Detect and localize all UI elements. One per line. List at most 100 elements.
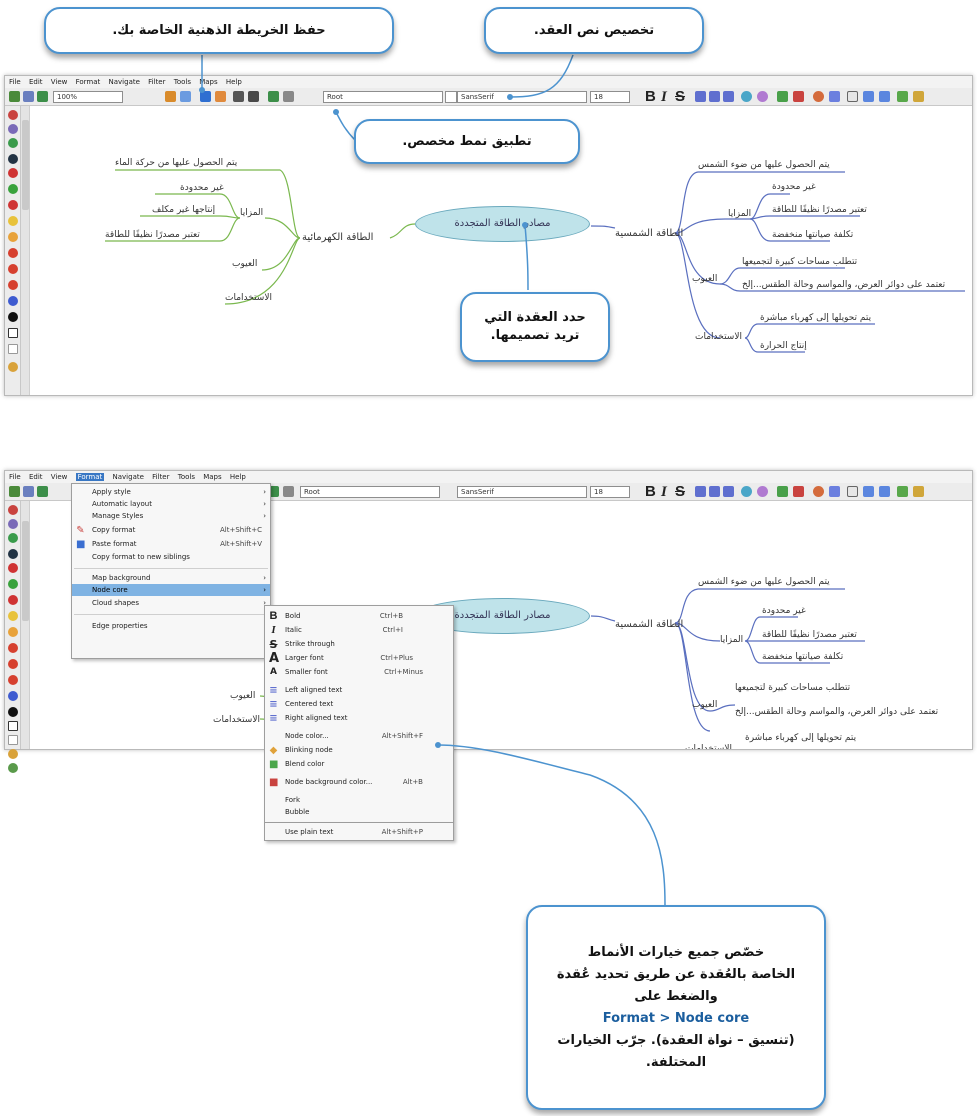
node-solar-adv-3[interactable]: تكلفة صيانتها منخفضة: [762, 652, 844, 662]
vertical-scrollbar[interactable]: [21, 501, 30, 749]
node-hydro-advantages[interactable]: المزايا: [240, 208, 264, 218]
font-size-select[interactable]: 18: [590, 486, 630, 498]
question-icon[interactable]: [8, 154, 18, 164]
align-center-icon[interactable]: [709, 91, 720, 102]
key-icon[interactable]: [8, 749, 18, 759]
priority-1-icon[interactable]: [8, 264, 18, 274]
menu-format-active[interactable]: Format: [75, 473, 105, 481]
menu-edit[interactable]: Edit: [28, 78, 43, 86]
node-solar-adv-3[interactable]: تكلفة صيانتها منخفضة: [772, 230, 854, 240]
node-solar-adv-2[interactable]: تعتبر مصدرًا نظيفًا للطاقة: [762, 630, 857, 640]
style-dropdown-arrow[interactable]: [445, 91, 457, 103]
user-icon[interactable]: [8, 519, 18, 529]
zoom-select[interactable]: 100%: [53, 91, 123, 103]
flag-icon[interactable]: [8, 110, 18, 120]
zoom-in-icon[interactable]: [863, 486, 874, 497]
bold-button[interactable]: B: [645, 88, 656, 105]
edge-icon[interactable]: [777, 91, 788, 102]
stop-icon[interactable]: [8, 248, 18, 258]
center-node[interactable]: مصادر الطاقة المتجددة: [415, 206, 590, 242]
undo-icon[interactable]: [165, 91, 176, 102]
node-hydro-source[interactable]: يتم الحصول عليها من حركة الماء: [115, 158, 238, 168]
tools-icon[interactable]: [913, 486, 924, 497]
node-hydro-disadvantages[interactable]: العيوب: [230, 691, 256, 701]
question-icon[interactable]: [8, 549, 18, 559]
cloud-icon[interactable]: [741, 91, 752, 102]
check-icon[interactable]: [8, 579, 18, 589]
menu-item-apply-style[interactable]: Apply style›: [72, 486, 270, 498]
map-icon[interactable]: [897, 91, 908, 102]
new-map-icon[interactable]: [9, 91, 20, 102]
checkbox-icon[interactable]: [8, 721, 18, 731]
node-hydro-adv-3[interactable]: تعتبر مصدرًا نظيفًا للطاقة: [105, 230, 200, 240]
node-solar-uses[interactable]: الاستخدامات: [685, 744, 732, 749]
node-solar-dis-1[interactable]: تتطلب مساحات كبيرة لتجميعها: [735, 683, 851, 693]
cross-icon[interactable]: [8, 595, 18, 605]
user-icon[interactable]: [8, 124, 18, 134]
open-icon[interactable]: [23, 91, 34, 102]
menu-tools[interactable]: Tools: [177, 473, 195, 481]
cross-icon[interactable]: [8, 200, 18, 210]
color-icon[interactable]: [813, 91, 824, 102]
new-map-icon[interactable]: [9, 486, 20, 497]
style-select[interactable]: Root: [323, 91, 443, 103]
menu-file[interactable]: File: [9, 78, 21, 86]
menu-file[interactable]: File: [9, 473, 21, 481]
vertical-scrollbar[interactable]: [21, 106, 30, 395]
node-solar-adv-2[interactable]: تعتبر مصدرًا نظيفًا للطاقة: [772, 205, 867, 215]
align-left-icon[interactable]: [695, 486, 706, 497]
fold-icon[interactable]: [829, 486, 840, 497]
strike-button[interactable]: S: [675, 483, 686, 500]
back-arrow-icon[interactable]: [268, 91, 279, 102]
menu-item-map-background[interactable]: Map background›: [72, 572, 270, 584]
save-icon[interactable]: [37, 486, 48, 497]
bubble-icon[interactable]: [757, 486, 768, 497]
info-icon[interactable]: [8, 691, 18, 701]
menu-edit[interactable]: Edit: [28, 473, 43, 481]
node-hydro-disadvantages[interactable]: العيوب: [232, 259, 258, 269]
node-hydro-adv-2[interactable]: إنتاجها غير مكلف: [152, 205, 216, 215]
tools-icon[interactable]: [913, 91, 924, 102]
warning-icon[interactable]: [8, 627, 18, 637]
star-icon[interactable]: [8, 611, 18, 621]
menu-item-node-core[interactable]: Node core›: [72, 584, 270, 596]
submenu-item-blend-color[interactable]: ■Blend color: [265, 758, 453, 770]
submenu-item-bubble[interactable]: Bubble: [265, 806, 453, 818]
empty-box-icon[interactable]: [8, 735, 18, 745]
align-right-icon[interactable]: [723, 91, 734, 102]
connector-icon[interactable]: [793, 486, 804, 497]
key-icon[interactable]: [8, 362, 18, 372]
menu-maps[interactable]: Maps: [203, 473, 222, 481]
open-icon[interactable]: [23, 486, 34, 497]
priority-2-icon[interactable]: [8, 280, 18, 290]
menu-format[interactable]: Format: [75, 78, 101, 86]
node-solar-adv-1[interactable]: غير محدودة: [762, 606, 806, 616]
menu-navigate[interactable]: Navigate: [112, 473, 144, 481]
cloud-icon[interactable]: [741, 486, 752, 497]
blank-icon[interactable]: [847, 91, 858, 102]
node-solar-advantages[interactable]: المزايا: [720, 635, 744, 645]
menu-filter[interactable]: Filter: [152, 473, 170, 481]
copy-icon[interactable]: [248, 91, 259, 102]
group-icon[interactable]: [8, 533, 18, 543]
node-solar[interactable]: الطاقة الشمسية: [615, 619, 684, 630]
blank-icon[interactable]: [847, 486, 858, 497]
connector-icon[interactable]: [793, 91, 804, 102]
strike-button[interactable]: S: [675, 88, 686, 105]
menu-view[interactable]: View: [50, 78, 68, 86]
print-icon[interactable]: [180, 91, 191, 102]
node-solar-use-1[interactable]: يتم تحويلها إلى كهرباء مباشرة: [745, 733, 857, 743]
submenu-item-fork[interactable]: Fork: [265, 794, 453, 806]
align-left-icon[interactable]: [695, 91, 706, 102]
black-dot-icon[interactable]: [8, 707, 18, 717]
node-hydro-uses[interactable]: الاستخدامات: [225, 293, 272, 303]
exclamation-icon[interactable]: [8, 563, 18, 573]
fold-icon[interactable]: [829, 91, 840, 102]
zoom-in-icon[interactable]: [863, 91, 874, 102]
edge-icon[interactable]: [777, 486, 788, 497]
